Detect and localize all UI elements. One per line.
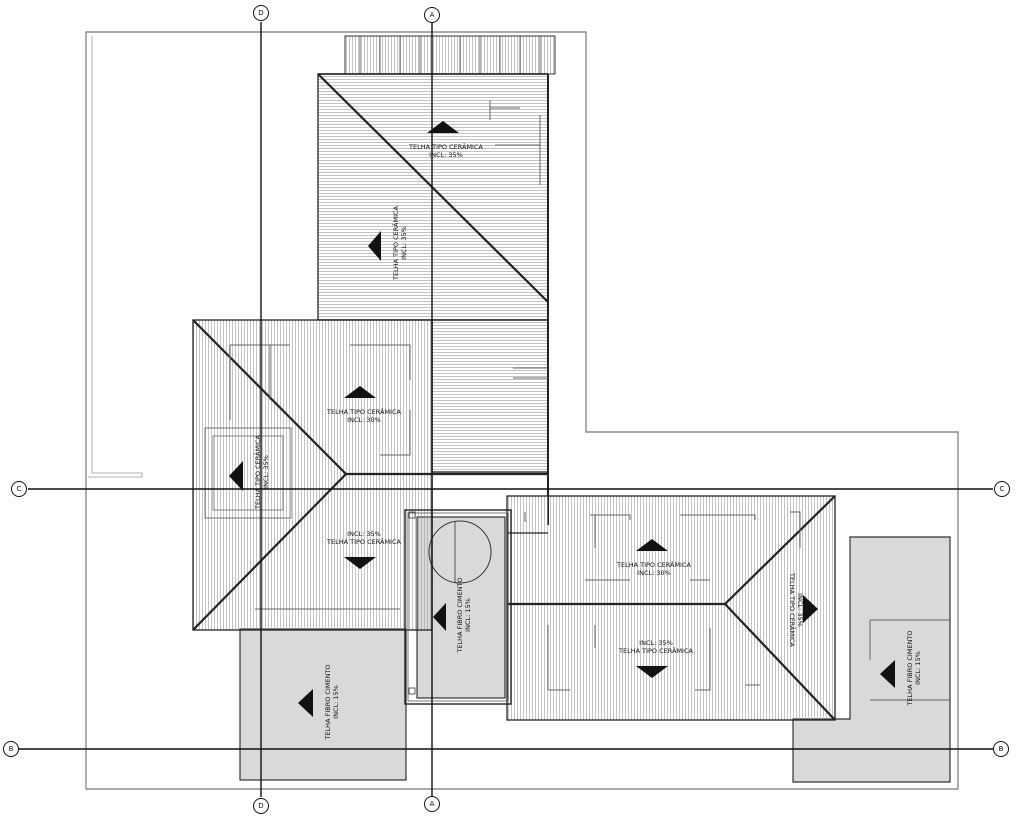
axis-label-a-top: A [430, 11, 435, 19]
slope-arrow-up-icon [427, 121, 459, 133]
slope-arrow-up-icon [344, 386, 376, 398]
roof-label-11-incl: INCL: 15% [914, 651, 922, 685]
roof-label-1-incl: INCL: 35% [429, 151, 463, 159]
slope-arrow-up-icon [636, 539, 668, 551]
axis-marker-c-right: C [994, 481, 1010, 497]
skylight-frame [404, 509, 512, 705]
axis-label-b-right: B [999, 745, 1004, 753]
roof-label-10-incl: INCL: 15% [332, 685, 340, 719]
roof-label-8-type: TELHA TIPO CERÂMICA [788, 572, 797, 647]
roof-labels: TELHA TIPO CERÂMICA INCL: 35% TELHA TIPO… [253, 142, 922, 741]
axis-label-c-left: C [17, 485, 22, 493]
roof-label-4-incl: INCL: 35% [262, 455, 270, 489]
axis-marker-b-left: B [3, 741, 19, 757]
axis-marker-b-right: B [993, 741, 1009, 757]
fibro-roof-right [792, 536, 951, 783]
roof-label-11-type: TELHA FIBRO CIMENTO [906, 630, 914, 706]
roof-label-1-type: TELHA TIPO CERÂMICA [408, 142, 483, 151]
roof-label-4-type: TELHA TIPO CERÂMICA [253, 434, 262, 509]
axis-label-d-bottom: D [258, 802, 263, 810]
slope-arrow-left-icon [229, 461, 243, 491]
roof-label-3-incl: INCL: 30% [347, 416, 381, 424]
roof-right-hip [506, 495, 836, 721]
roof-label-3-type: TELHA TIPO CERÂMICA [326, 407, 401, 416]
axis-label-d-top: D [258, 9, 263, 17]
roof-label-7-incl: INCL: 30% [637, 569, 671, 577]
slope-arrows [229, 121, 895, 717]
slope-arrow-left-icon [298, 689, 313, 717]
axis-marker-d-top: D [253, 5, 269, 21]
roof-label-9-incl: INCL: 35% [639, 639, 673, 647]
axis-lines [18, 22, 993, 797]
lot-boundary-inner [88, 36, 143, 478]
axis-label-b-left: B [9, 745, 14, 753]
roof-label-8-incl: INCL: 35% [796, 593, 804, 627]
axis-label-c-right: C [1000, 485, 1005, 493]
lot-boundary [85, 31, 959, 790]
roof-upper-wing [317, 73, 549, 525]
roof-label-5-type: TELHA TIPO CERÂMICA [326, 537, 401, 546]
roof-label-10-type: TELHA FIBRO CIMENTO [324, 664, 332, 740]
axis-marker-c-left: C [11, 481, 27, 497]
roof-label-7-type: TELHA TIPO CERÂMICA [616, 560, 691, 569]
axis-marker-a-bottom: A [424, 796, 440, 812]
pergola [344, 35, 556, 75]
roof-label-9-type: TELHA TIPO CERÂMICA [618, 646, 693, 655]
axis-marker-a-top: A [424, 7, 440, 23]
roof-label-5-incl: INCL: 35% [347, 530, 381, 538]
roof-label-2-type: TELHA TIPO CERÂMICA [391, 205, 400, 280]
axis-marker-d-bottom: D [253, 798, 269, 814]
roof-label-6-type: TELHA FIBRO CIMENTO [456, 577, 464, 653]
roof-label-6-incl: INCL: 15% [464, 598, 472, 632]
axis-markers: D A D A C C B B [3, 5, 1010, 814]
gutter-lines [229, 100, 950, 701]
slope-arrow-right-icon [803, 595, 818, 623]
roof-label-2-incl: INCL: 35% [400, 226, 408, 260]
slope-arrow-left-icon [368, 231, 381, 261]
slope-arrow-left-icon [433, 603, 446, 631]
slope-arrow-down-icon [344, 557, 376, 569]
fibro-roof-left [239, 628, 407, 781]
slope-arrow-left-icon [880, 660, 895, 688]
axis-label-a-bottom: A [430, 800, 435, 808]
slope-arrow-down-icon [636, 666, 668, 678]
